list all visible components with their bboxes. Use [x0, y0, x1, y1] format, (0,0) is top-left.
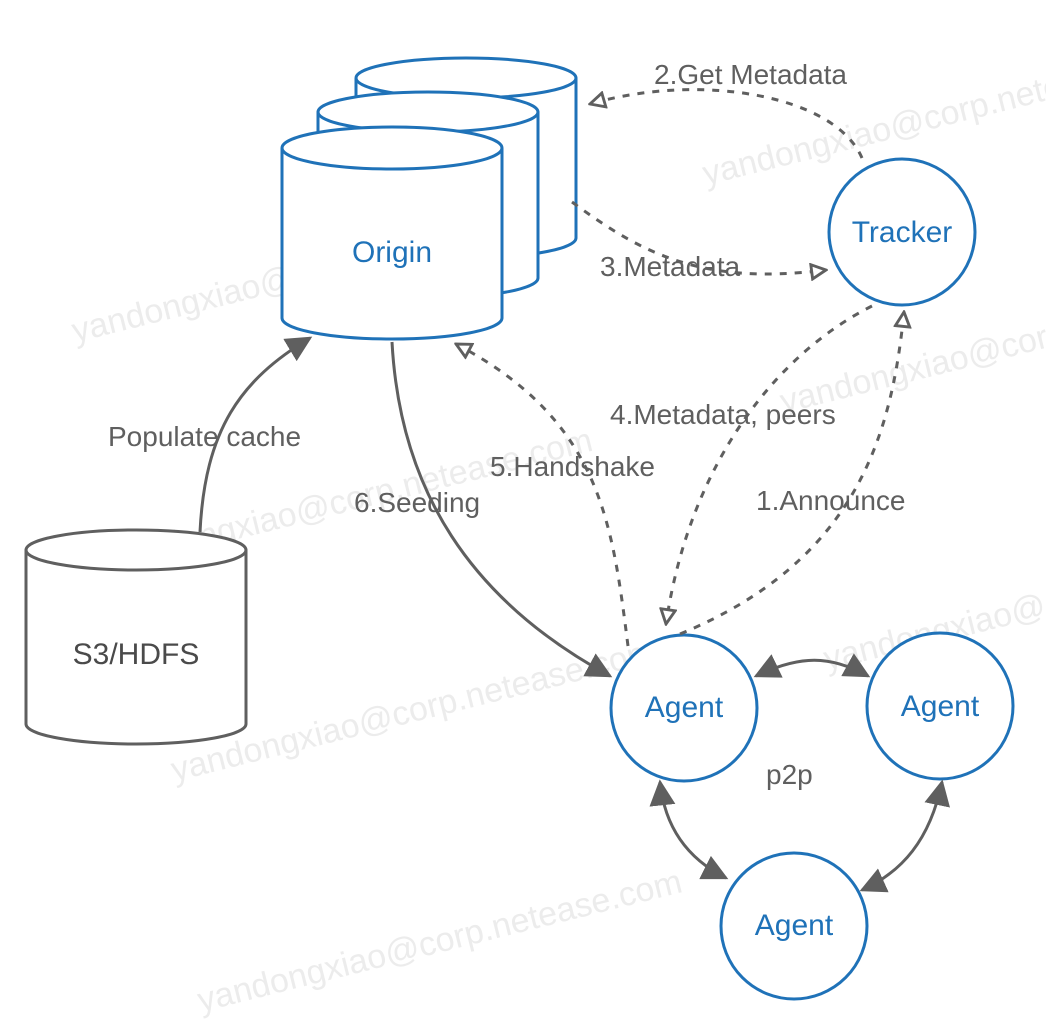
metadata-label: 3.Metadata: [600, 251, 741, 282]
storage-label: S3/HDFS: [73, 638, 200, 671]
populate-cache-label: Populate cache: [108, 421, 301, 452]
seeding-edge: [390, 341, 613, 678]
agent-node-right: Agent: [865, 631, 1015, 781]
metadata-peers-label: 4.Metadata, peers: [610, 399, 836, 430]
seeding-label: 6.Seeding: [354, 487, 480, 518]
agent-node-main: Agent: [609, 633, 759, 783]
p2p-label: p2p: [766, 759, 813, 790]
storage-store: [24, 528, 248, 746]
origin-label: Origin: [352, 236, 432, 269]
origin-cylinder-front: [280, 125, 504, 341]
announce-label: 1.Announce: [756, 485, 905, 516]
metadata-peers-edge: [666, 304, 873, 624]
origin-store: [280, 56, 578, 341]
p2p-edge-right-bottom: [859, 779, 950, 893]
agent-right-label: Agent: [901, 690, 980, 723]
agent-bottom-label: Agent: [755, 909, 834, 942]
watermark-text: yandongxiao@corp.netease.com: [194, 862, 686, 1019]
handshake-label: 5.Handshake: [490, 451, 655, 482]
announce-edge: [679, 312, 904, 636]
p2p-edge-main-right: [753, 653, 871, 678]
agent-main-label: Agent: [645, 691, 724, 724]
metadata-edge: [571, 200, 826, 274]
handshake-edge: [456, 344, 630, 647]
tracker-node: Tracker: [827, 157, 977, 307]
p2p-edge-main-bottom: [649, 779, 729, 880]
tracker-label: Tracker: [852, 216, 953, 249]
agent-node-bottom: Agent: [719, 851, 869, 1001]
populate-cache-edge: [198, 336, 313, 533]
get-metadata-edge: [590, 88, 864, 159]
get-metadata-label: 2.Get Metadata: [654, 59, 847, 90]
